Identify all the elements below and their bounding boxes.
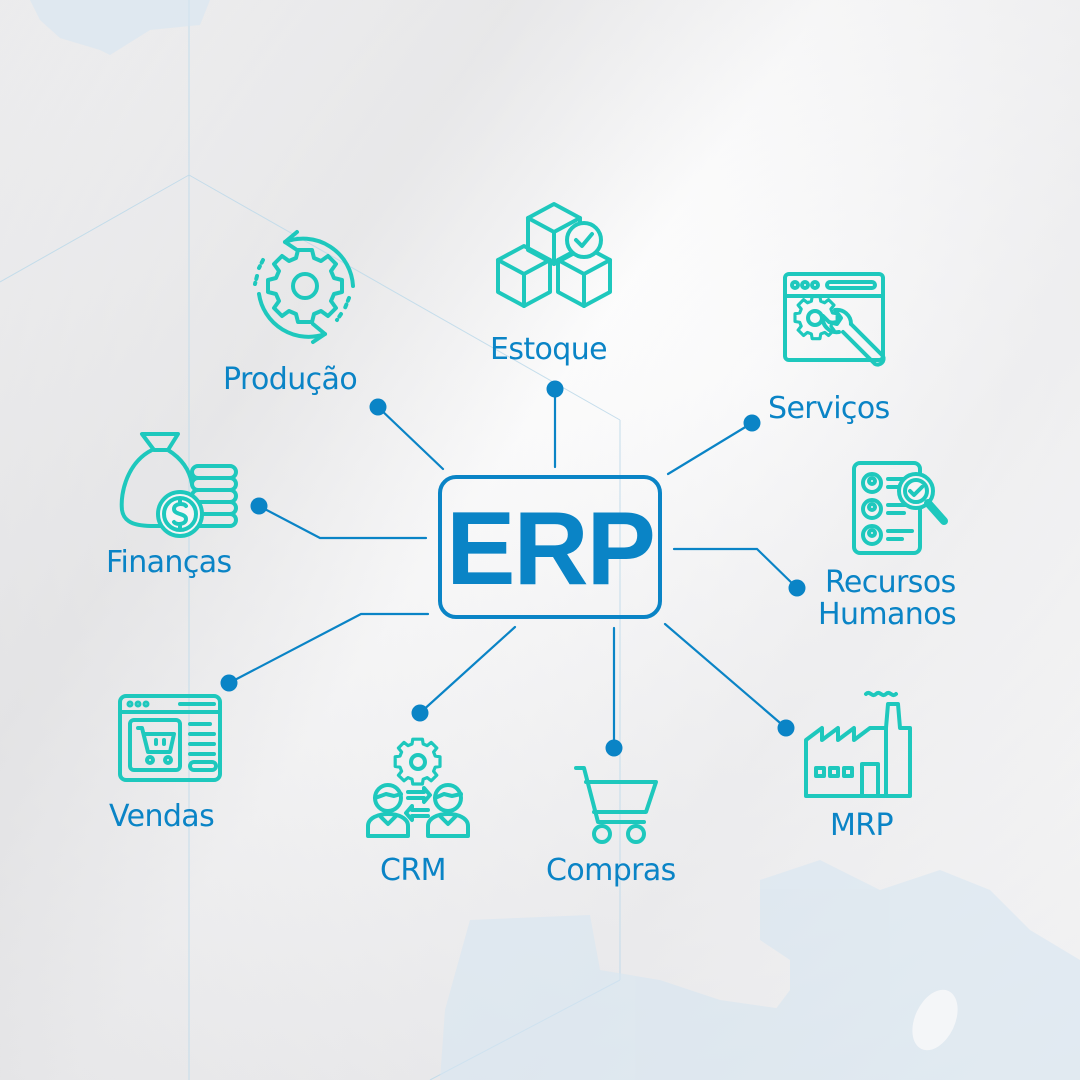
gear-cycle-icon xyxy=(245,228,365,348)
label-crm: CRM xyxy=(380,853,446,888)
dot-mrp xyxy=(777,719,795,737)
label-compras: Compras xyxy=(546,853,676,888)
factory-icon xyxy=(804,688,916,800)
browser-gear-wrench-icon xyxy=(783,272,891,372)
candidate-list-search-icon xyxy=(852,461,952,557)
label-producao: Produção xyxy=(223,362,358,397)
dot-crm xyxy=(411,704,429,722)
dot-recursos-humanos xyxy=(788,579,806,597)
label-servicos: Serviços xyxy=(768,391,890,426)
money-bag-coins-icon xyxy=(118,432,242,538)
label-recursos-humanos-2: Humanos xyxy=(818,597,957,632)
label-mrp: MRP xyxy=(830,808,894,843)
erp-center-box: ERP xyxy=(438,475,662,619)
dot-financas xyxy=(250,497,268,515)
boxes-check-icon xyxy=(492,196,622,316)
dot-compras xyxy=(605,739,623,757)
shopping-cart-icon xyxy=(574,764,660,846)
label-vendas: Vendas xyxy=(109,799,215,834)
people-exchange-gear-icon xyxy=(366,736,470,840)
dot-vendas xyxy=(220,674,238,692)
web-shop-cart-icon xyxy=(118,694,222,784)
erp-title: ERP xyxy=(446,491,656,607)
label-estoque: Estoque xyxy=(490,332,608,367)
label-financas: Finanças xyxy=(106,545,232,580)
dot-estoque xyxy=(546,380,564,398)
dot-servicos xyxy=(743,414,761,432)
dot-producao xyxy=(369,398,387,416)
label-recursos-humanos-1: Recursos xyxy=(825,565,956,600)
